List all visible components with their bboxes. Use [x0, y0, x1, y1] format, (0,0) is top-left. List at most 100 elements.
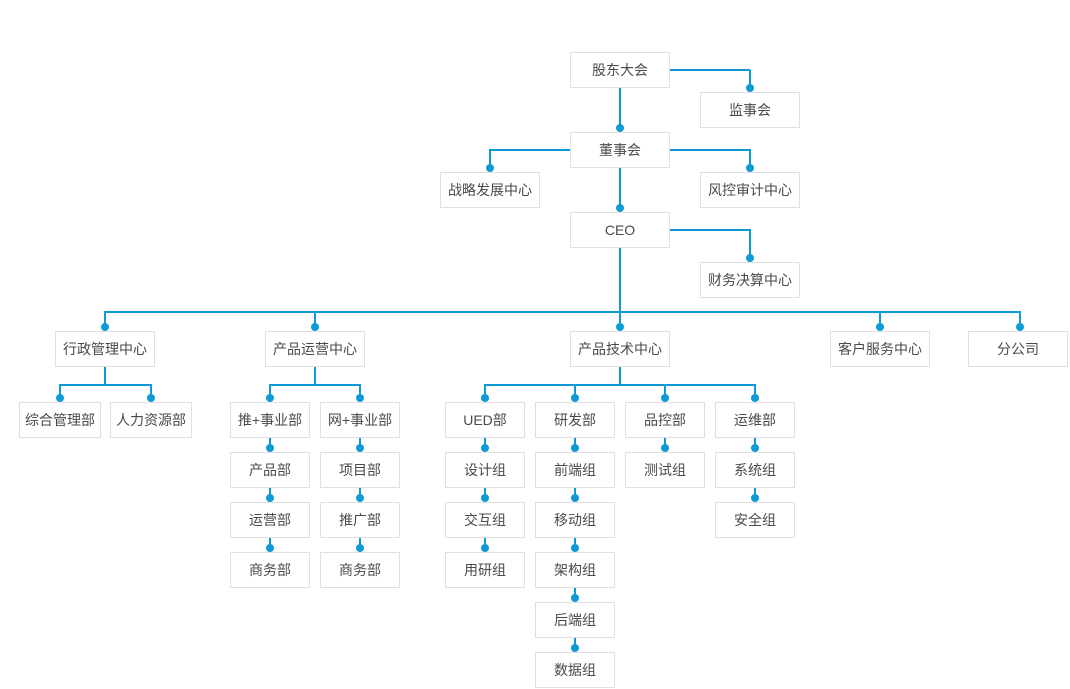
org-node-shareholders-meeting: 股东大会 — [570, 52, 670, 88]
org-node-supervisory-board: 监事会 — [700, 92, 800, 128]
connector-line — [104, 312, 106, 327]
connector-line — [59, 385, 61, 398]
org-node-qc-dept: 品控部 — [625, 402, 705, 438]
connector-line — [269, 538, 271, 548]
connector-dot — [746, 84, 754, 92]
connector-line — [314, 367, 316, 385]
connector-line — [754, 488, 756, 498]
org-node-branch-company: 分公司 — [968, 331, 1068, 367]
connector-line — [749, 150, 751, 168]
org-node-hr-dept: 人力资源部 — [110, 402, 192, 438]
org-node-admin-center: 行政管理中心 — [55, 331, 155, 367]
org-node-frontend-team: 前端组 — [535, 452, 615, 488]
org-node-product-dept: 产品部 — [230, 452, 310, 488]
org-node-wang-division: 网+事业部 — [320, 402, 400, 438]
connector-dot — [571, 444, 579, 452]
org-node-business-dept-1: 商务部 — [230, 552, 310, 588]
connector-line — [484, 438, 486, 448]
connector-dot — [571, 644, 579, 652]
connector-line — [269, 384, 361, 386]
connector-dot — [481, 494, 489, 502]
org-node-project-dept: 项目部 — [320, 452, 400, 488]
connector-line — [754, 438, 756, 448]
connector-dot — [616, 204, 624, 212]
org-node-data-team: 数据组 — [535, 652, 615, 688]
connector-line — [269, 488, 271, 498]
org-node-finance-center: 财务决算中心 — [700, 262, 800, 298]
connector-dot — [101, 323, 109, 331]
org-node-om-dept: 运维部 — [715, 402, 795, 438]
connector-dot — [266, 394, 274, 402]
connector-line — [619, 88, 621, 128]
connector-dot — [1016, 323, 1024, 331]
connector-line — [574, 588, 576, 598]
connector-line — [59, 384, 152, 386]
connector-line — [574, 488, 576, 498]
org-node-strategy-center: 战略发展中心 — [440, 172, 540, 208]
connector-dot — [486, 164, 494, 172]
connector-line — [484, 538, 486, 548]
connector-dot — [746, 164, 754, 172]
connector-line — [1019, 312, 1021, 327]
org-node-design-team: 设计组 — [445, 452, 525, 488]
connector-line — [670, 229, 751, 231]
connector-line — [484, 384, 756, 386]
connector-line — [619, 367, 621, 385]
connector-dot — [751, 444, 759, 452]
connector-dot — [147, 394, 155, 402]
org-node-rnd-dept: 研发部 — [535, 402, 615, 438]
connector-dot — [311, 323, 319, 331]
connector-line — [484, 385, 486, 398]
connector-line — [574, 538, 576, 548]
connector-dot — [266, 544, 274, 552]
connector-line — [359, 385, 361, 398]
org-node-testing-team: 测试组 — [625, 452, 705, 488]
connector-line — [359, 488, 361, 498]
org-node-interaction-team: 交互组 — [445, 502, 525, 538]
connector-dot — [571, 594, 579, 602]
connector-line — [619, 168, 621, 208]
org-node-system-team: 系统组 — [715, 452, 795, 488]
connector-dot — [876, 323, 884, 331]
org-node-risk-audit-center: 风控审计中心 — [700, 172, 800, 208]
connector-line — [104, 311, 1021, 313]
connector-dot — [661, 444, 669, 452]
connector-dot — [746, 254, 754, 262]
connector-dot — [616, 124, 624, 132]
connector-dot — [356, 444, 364, 452]
connector-line — [150, 385, 152, 398]
org-node-backend-team: 后端组 — [535, 602, 615, 638]
connector-dot — [481, 394, 489, 402]
connector-dot — [481, 444, 489, 452]
connector-line — [489, 149, 570, 151]
connector-dot — [751, 494, 759, 502]
connector-dot — [356, 544, 364, 552]
org-node-tui-division: 推+事业部 — [230, 402, 310, 438]
connector-line — [104, 367, 106, 385]
connector-dot — [356, 394, 364, 402]
connector-line — [749, 230, 751, 258]
connector-line — [664, 438, 666, 448]
connector-line — [749, 70, 751, 88]
connector-line — [574, 438, 576, 448]
connector-line — [269, 385, 271, 398]
connector-dot — [571, 494, 579, 502]
org-node-product-tech-center: 产品技术中心 — [570, 331, 670, 367]
org-node-user-research-team: 用研组 — [445, 552, 525, 588]
org-node-ceo: CEO — [570, 212, 670, 248]
connector-line — [619, 248, 621, 312]
connector-dot — [571, 544, 579, 552]
org-node-general-admin-dept: 综合管理部 — [19, 402, 101, 438]
connector-line — [670, 69, 750, 71]
connector-dot — [571, 394, 579, 402]
connector-dot — [661, 394, 669, 402]
connector-line — [484, 488, 486, 498]
connector-line — [574, 385, 576, 398]
connector-line — [754, 385, 756, 398]
connector-dot — [56, 394, 64, 402]
org-node-architecture-team: 架构组 — [535, 552, 615, 588]
connector-dot — [266, 444, 274, 452]
connector-line — [664, 385, 666, 398]
org-node-ued-dept: UED部 — [445, 402, 525, 438]
org-node-security-team: 安全组 — [715, 502, 795, 538]
